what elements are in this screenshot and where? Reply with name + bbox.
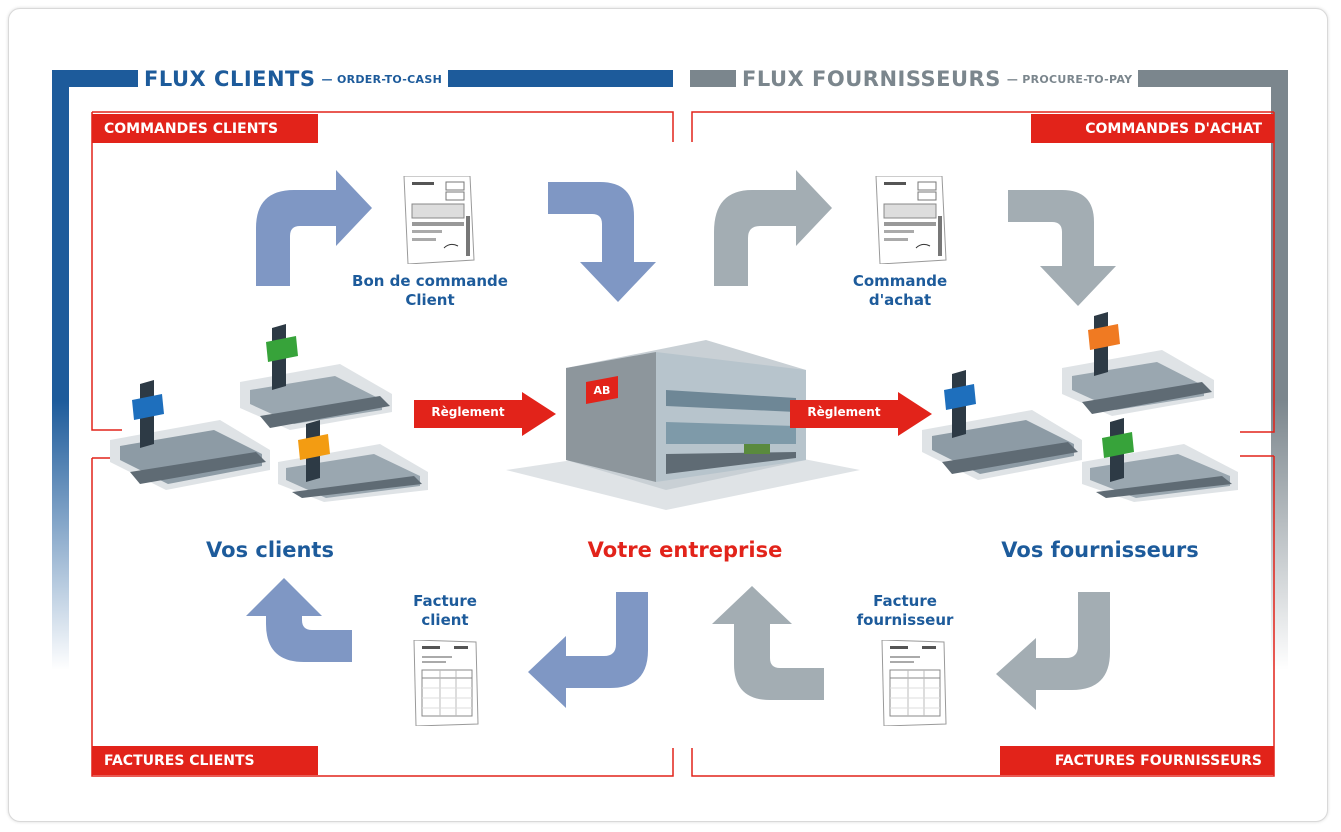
client-order-label-line1: Bon de commande	[352, 272, 508, 290]
arrow-purchase-order-to-suppliers	[1008, 190, 1116, 306]
client-invoice-document-icon	[413, 640, 479, 726]
client-flow-title: FLUX CLIENTS	[144, 67, 316, 91]
client-order-label-line2: Client	[405, 291, 455, 309]
client-flow-side-bar	[52, 70, 69, 670]
supplier-flow-side-bar	[1271, 70, 1288, 670]
purchase-order-label-line2: d'achat	[868, 291, 932, 309]
arrow-company-to-invoice	[528, 592, 648, 708]
client-flow-subtitle: — ORDER-TO-CASH	[321, 72, 443, 86]
supplier-invoice-label-line1: Facture	[873, 592, 937, 610]
company-sign-text: AB	[594, 384, 611, 397]
arrow-suppliers-to-supplier-invoice	[996, 592, 1110, 710]
client-invoice-label-line2: client	[421, 611, 469, 629]
purchase-order-label: Commande d'achat	[820, 272, 980, 310]
clients-label: Vos clients	[206, 538, 334, 562]
client-store-left	[110, 380, 270, 490]
company-label: Votre entreprise	[587, 538, 783, 562]
panel-lines	[91, 111, 1275, 777]
client-order-label: Bon de commande Client	[330, 272, 530, 310]
supplier-store-left	[922, 370, 1082, 480]
tag-factures-clients: FACTURES CLIENTS	[92, 746, 318, 775]
arrow-company-to-purchase-order	[714, 170, 832, 286]
client-flow-header: FLUX CLIENTS — ORDER-TO-CASH	[138, 66, 449, 92]
company-building-illustration: AB	[506, 340, 860, 510]
supplier-store-right	[1082, 418, 1238, 502]
client-invoice-label: Facture client	[380, 592, 510, 630]
tag-factures-fournisseurs: FACTURES FOURNISSEURS	[1000, 746, 1274, 775]
client-store-back	[240, 324, 392, 430]
client-stores-illustration	[110, 324, 428, 502]
arrow-clients-to-order	[256, 170, 372, 286]
arrow-supplier-invoice-to-company	[712, 586, 824, 700]
supplier-store-back	[1062, 312, 1214, 416]
payment-arrow-left-label: Règlement	[431, 405, 505, 419]
supplier-flow-subtitle: — PROCURE-TO-PAY	[1006, 72, 1133, 86]
supplier-invoice-document-icon	[881, 640, 947, 726]
payment-arrow-right: Règlement	[790, 392, 932, 436]
supplier-flow-header: FLUX FOURNISSEURS — PROCURE-TO-PAY	[736, 66, 1139, 92]
client-invoice-label-line1: Facture	[413, 592, 477, 610]
client-store-right	[278, 420, 428, 502]
payment-arrow-right-label: Règlement	[807, 405, 881, 419]
supplier-invoice-label-line2: fournisseur	[856, 611, 954, 629]
supplier-stores-illustration	[922, 312, 1238, 502]
tag-commandes-clients: COMMANDES CLIENTS	[92, 114, 318, 143]
client-order-document-icon	[403, 176, 475, 264]
supplier-invoice-label: Facture fournisseur	[840, 592, 970, 630]
tag-commandes-achat: COMMANDES D'ACHAT	[1031, 114, 1274, 143]
arrow-invoice-to-clients	[246, 578, 352, 662]
payment-arrow-left: Règlement	[414, 392, 556, 436]
payment-arrow-right-shape	[790, 392, 932, 436]
arrow-order-to-company	[548, 182, 656, 302]
purchase-order-label-line1: Commande	[852, 272, 948, 290]
payment-arrow-left-shape	[414, 392, 556, 436]
purchase-order-document-icon	[875, 176, 947, 264]
suppliers-label: Vos fournisseurs	[1001, 538, 1199, 562]
supplier-flow-title: FLUX FOURNISSEURS	[742, 67, 1001, 91]
